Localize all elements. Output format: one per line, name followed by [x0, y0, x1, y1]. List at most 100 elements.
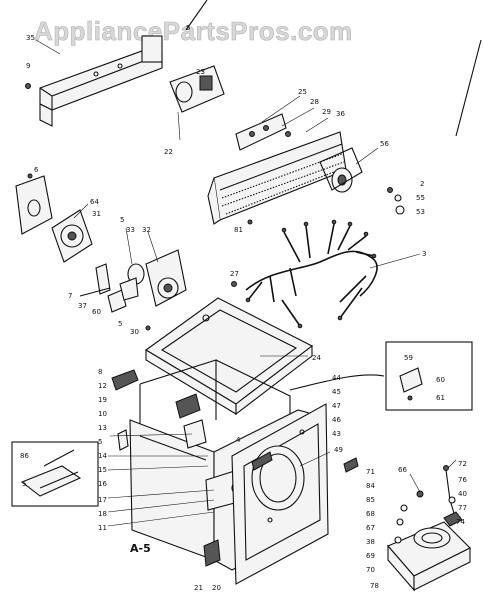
- callout-6: 6: [34, 166, 39, 174]
- callout-9: 9: [26, 62, 30, 70]
- pump-assembly-part: [387, 465, 471, 592]
- figure-label: A-5: [130, 542, 151, 555]
- callout-11: 11: [98, 524, 107, 532]
- latch-49-part: [343, 457, 359, 473]
- callout-59: 59: [404, 354, 413, 362]
- screw-icon: [247, 219, 253, 225]
- callout-5-d: 5: [98, 438, 102, 446]
- callout-14: 14: [98, 452, 107, 460]
- callout-74: 74: [456, 518, 465, 526]
- callout-22: 22: [164, 148, 173, 156]
- callout-5-b: 5: [120, 216, 124, 224]
- screw-icon: [231, 281, 237, 287]
- callout-47: 47: [332, 402, 341, 410]
- callout-72: 72: [458, 460, 467, 468]
- callout-86: 86: [20, 452, 29, 460]
- callout-5-e: 5: [22, 480, 26, 488]
- screw-icon: [25, 83, 31, 89]
- callout-66: 66: [398, 466, 407, 474]
- callout-16: 16: [98, 480, 107, 488]
- callout-68: 68: [366, 510, 375, 518]
- callout-5: 5: [186, 24, 190, 32]
- callout-56: 56: [380, 140, 389, 148]
- switch-plate-part: [235, 113, 287, 151]
- inset-box-59: [385, 341, 473, 411]
- callout-labels: 35 9 5 23 22 25 28 29 36 56 2 55 53 81 6…: [20, 24, 467, 592]
- screw-icon: [145, 325, 151, 331]
- clip-part: [117, 429, 129, 451]
- callout-71: 71: [366, 468, 375, 476]
- callout-69: 69: [366, 552, 375, 560]
- callout-10: 10: [98, 410, 107, 418]
- callout-76: 76: [458, 476, 467, 484]
- callout-78: 78: [370, 582, 379, 590]
- callout-24: 24: [312, 354, 321, 362]
- callout-25: 25: [298, 88, 307, 96]
- latch-housing-part: [15, 173, 53, 235]
- callout-60: 60: [92, 308, 101, 316]
- callout-84: 84: [366, 482, 375, 490]
- callout-40: 40: [458, 490, 467, 498]
- link-line: [289, 374, 385, 391]
- callout-28: 28: [310, 98, 319, 106]
- timer-bracket-part: [169, 65, 225, 113]
- callout-53: 53: [416, 208, 425, 216]
- knob-hardware-part: [387, 187, 405, 215]
- screw-icon: [285, 131, 291, 137]
- callout-23: 23: [196, 68, 205, 76]
- frame-line-top: [185, 0, 208, 31]
- callout-35: 35: [26, 34, 35, 42]
- callout-64: 64: [90, 198, 99, 206]
- switch-parts: [79, 263, 139, 313]
- callout-60-b: 60: [436, 376, 445, 384]
- callout-77: 77: [458, 504, 467, 512]
- door-panel-part: [231, 403, 329, 585]
- callout-18: 18: [98, 510, 107, 518]
- callout-32: 32: [142, 226, 151, 234]
- callout-45: 45: [332, 388, 341, 396]
- wire-harness-part: [245, 219, 378, 329]
- leader-lines: [35, 39, 457, 527]
- callout-49: 49: [334, 446, 343, 454]
- callout-31: 31: [92, 210, 101, 218]
- callout-4: 4: [236, 436, 241, 444]
- callout-21: 21: [194, 584, 203, 592]
- callout-67: 67: [366, 524, 375, 532]
- callout-19: 19: [98, 396, 107, 404]
- watermark-text: AppliancePartsPros.com: [34, 16, 353, 46]
- callout-55: 55: [416, 194, 425, 202]
- callout-12: 12: [98, 382, 107, 390]
- control-knob-part: [319, 147, 363, 193]
- callout-33: 33: [126, 226, 135, 234]
- callout-7: 7: [68, 292, 72, 300]
- callout-85: 85: [366, 496, 375, 504]
- top-cover-part: [145, 297, 314, 416]
- callout-36: 36: [336, 110, 345, 118]
- bracket-8-part: [111, 369, 139, 391]
- callout-3: 3: [422, 250, 426, 258]
- callout-30: 30: [130, 328, 139, 336]
- callout-5-c: 5: [118, 320, 122, 328]
- frame-line-right: [455, 39, 482, 137]
- callout-20: 20: [212, 584, 221, 592]
- callout-17: 17: [98, 496, 107, 504]
- console-bracket-part: [39, 35, 163, 127]
- callout-44: 44: [332, 374, 341, 382]
- callout-46: 46: [332, 416, 341, 424]
- callout-70: 70: [366, 566, 375, 574]
- callout-81: 81: [234, 226, 243, 234]
- callout-27: 27: [230, 270, 239, 278]
- callout-43: 43: [332, 430, 341, 438]
- callout-61: 61: [436, 394, 445, 402]
- callout-2: 2: [420, 180, 424, 188]
- control-panel-part: [207, 131, 347, 225]
- callout-13: 13: [98, 424, 107, 432]
- callout-15: 15: [98, 466, 107, 474]
- inset-box-86: [11, 441, 99, 507]
- callout-8: 8: [98, 368, 102, 376]
- callout-38: 38: [366, 538, 375, 546]
- callout-37: 37: [78, 302, 87, 310]
- fan-motor-part: [51, 209, 93, 263]
- callout-29: 29: [322, 108, 331, 116]
